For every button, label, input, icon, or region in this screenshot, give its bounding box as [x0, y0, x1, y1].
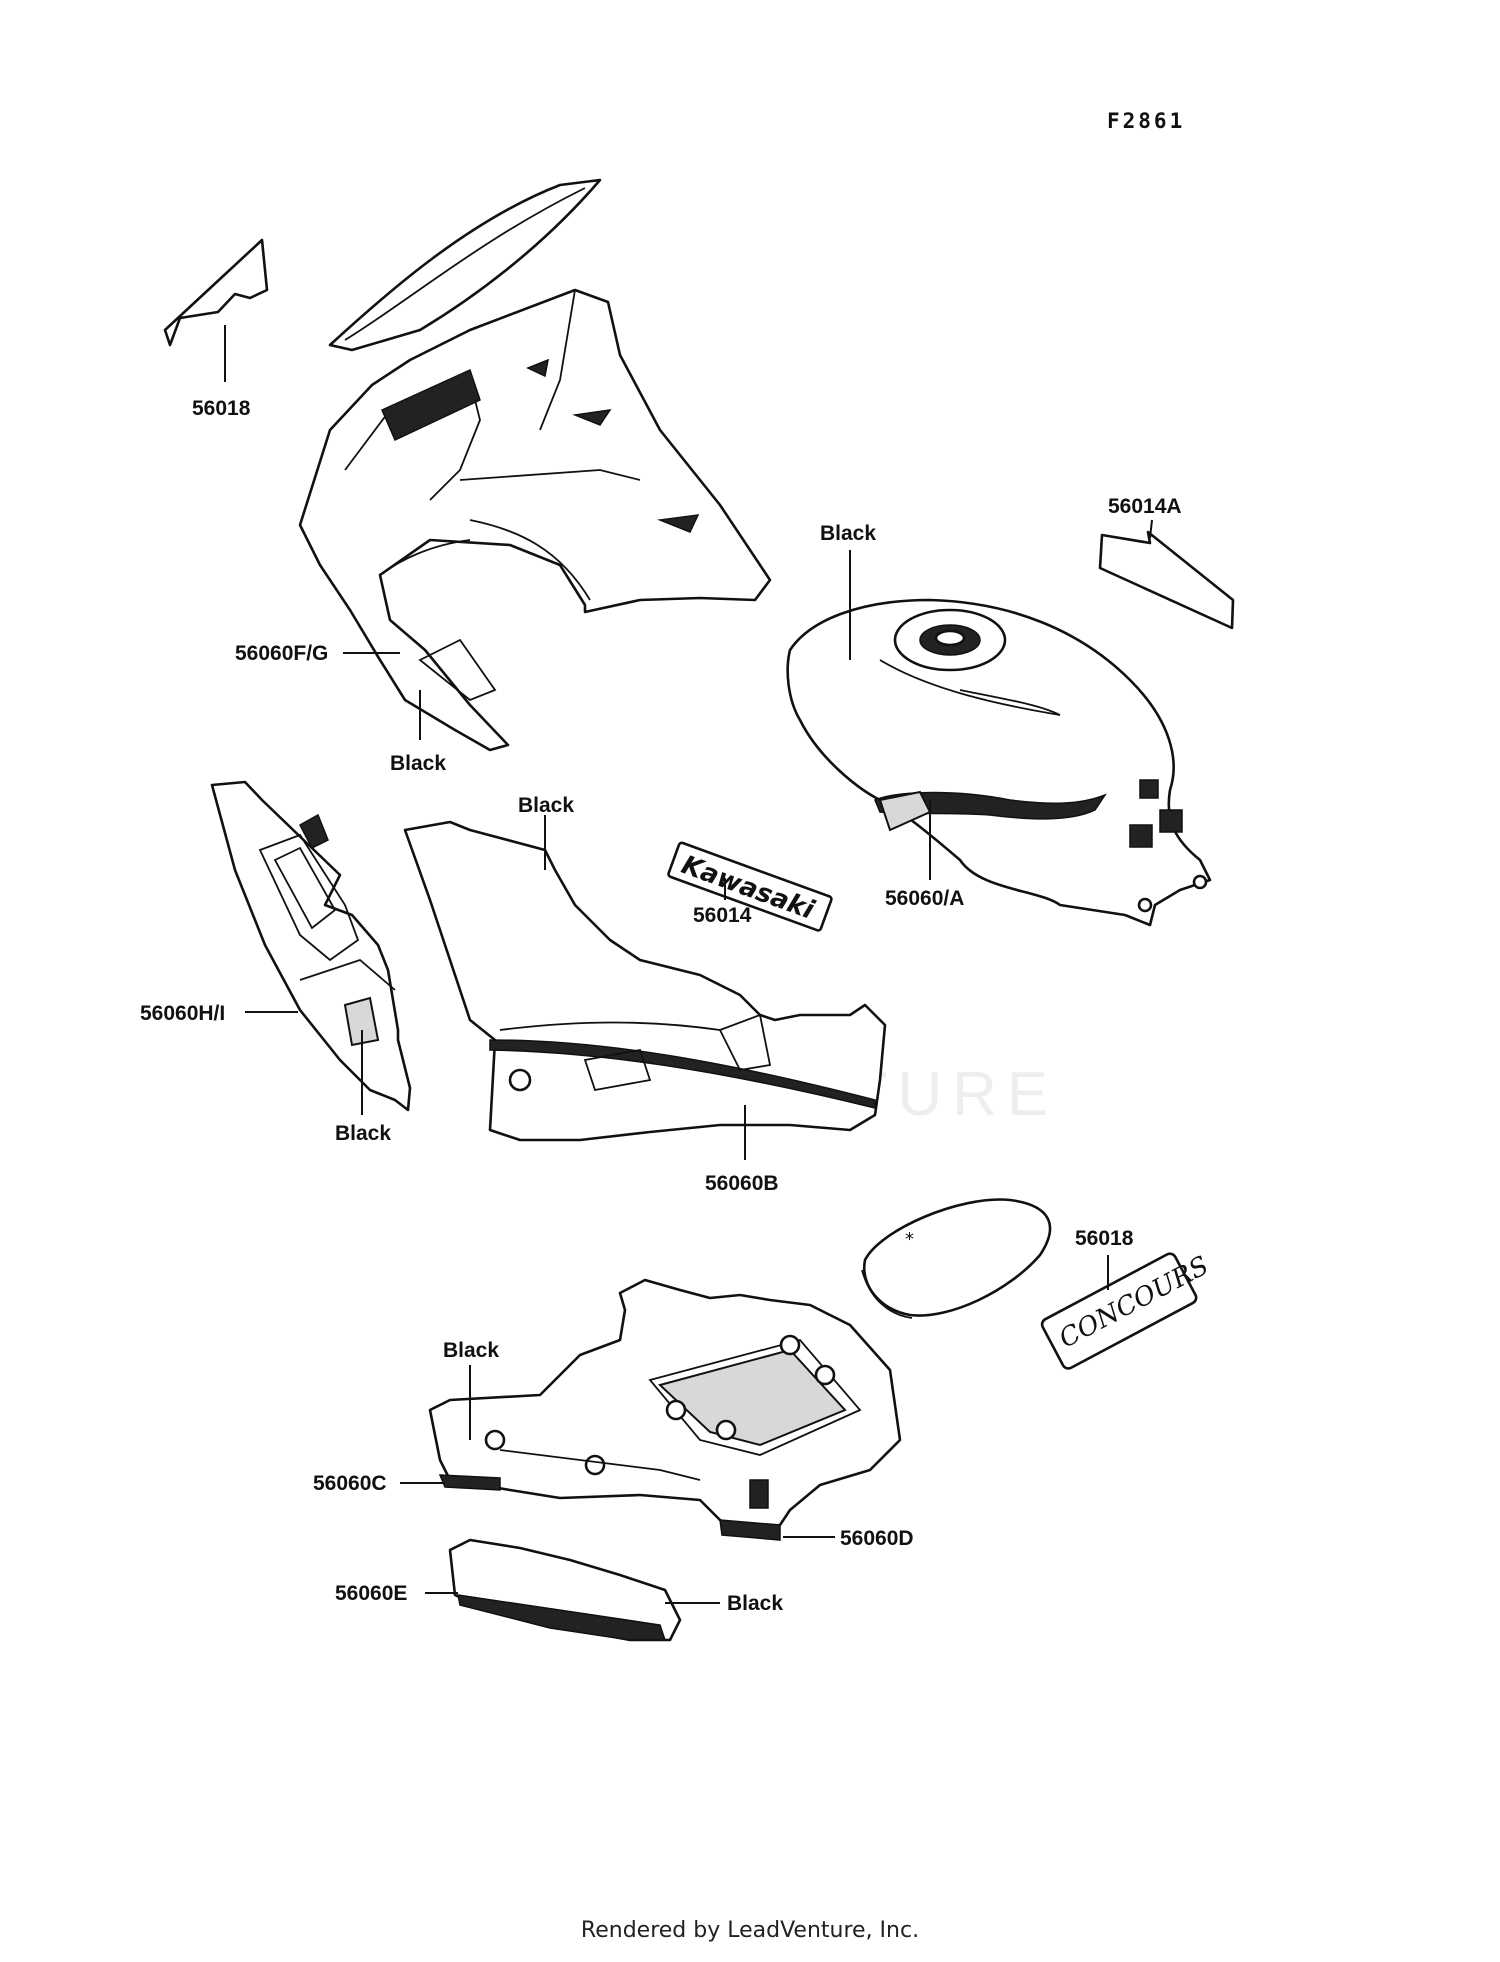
seat-pad: * [861, 1198, 1052, 1319]
upper-cowl [298, 288, 772, 752]
pad-56018-top [163, 238, 269, 382]
color-label-black-6: Black [727, 1592, 783, 1615]
part-number-56060a[interactable]: 56060/A [885, 887, 964, 910]
part-number-56060d[interactable]: 56060D [840, 1527, 914, 1550]
part-number-56014a[interactable]: 56014A [1108, 495, 1182, 518]
windshield [328, 178, 602, 352]
part-number-56060fg[interactable]: 56060F/G [235, 642, 328, 665]
part-number-56060hi[interactable]: 56060H/I [140, 1002, 225, 1025]
part-number-56060c[interactable]: 56060C [313, 1472, 387, 1495]
part-number-56018-right[interactable]: 56018 [1075, 1227, 1134, 1250]
lower-trim [425, 1538, 720, 1642]
color-label-black-2: Black [820, 522, 876, 545]
side-panel-left [210, 780, 412, 1115]
svg-text:*: * [905, 1229, 914, 1250]
fuel-tank [786, 550, 1212, 927]
decal-56014a [1098, 519, 1235, 630]
side-cover [403, 815, 887, 1160]
color-label-black-3: Black [335, 1122, 391, 1145]
decal-concours: CONCOURS [1040, 1251, 1214, 1370]
part-number-56018-top[interactable]: 56018 [192, 397, 251, 420]
part-number-56060e[interactable]: 56060E [335, 1582, 407, 1605]
part-number-56014[interactable]: 56014 [693, 904, 752, 927]
color-label-black-5: Black [443, 1339, 499, 1362]
tail-cowl [400, 1278, 902, 1541]
part-number-56060b[interactable]: 56060B [705, 1172, 779, 1195]
color-label-black-4: Black [518, 794, 574, 817]
figure-code: F2861 [1107, 109, 1185, 133]
color-label-black-1: Black [390, 752, 446, 775]
footer-credit: Rendered by LeadVenture, Inc. [580, 1918, 920, 1943]
